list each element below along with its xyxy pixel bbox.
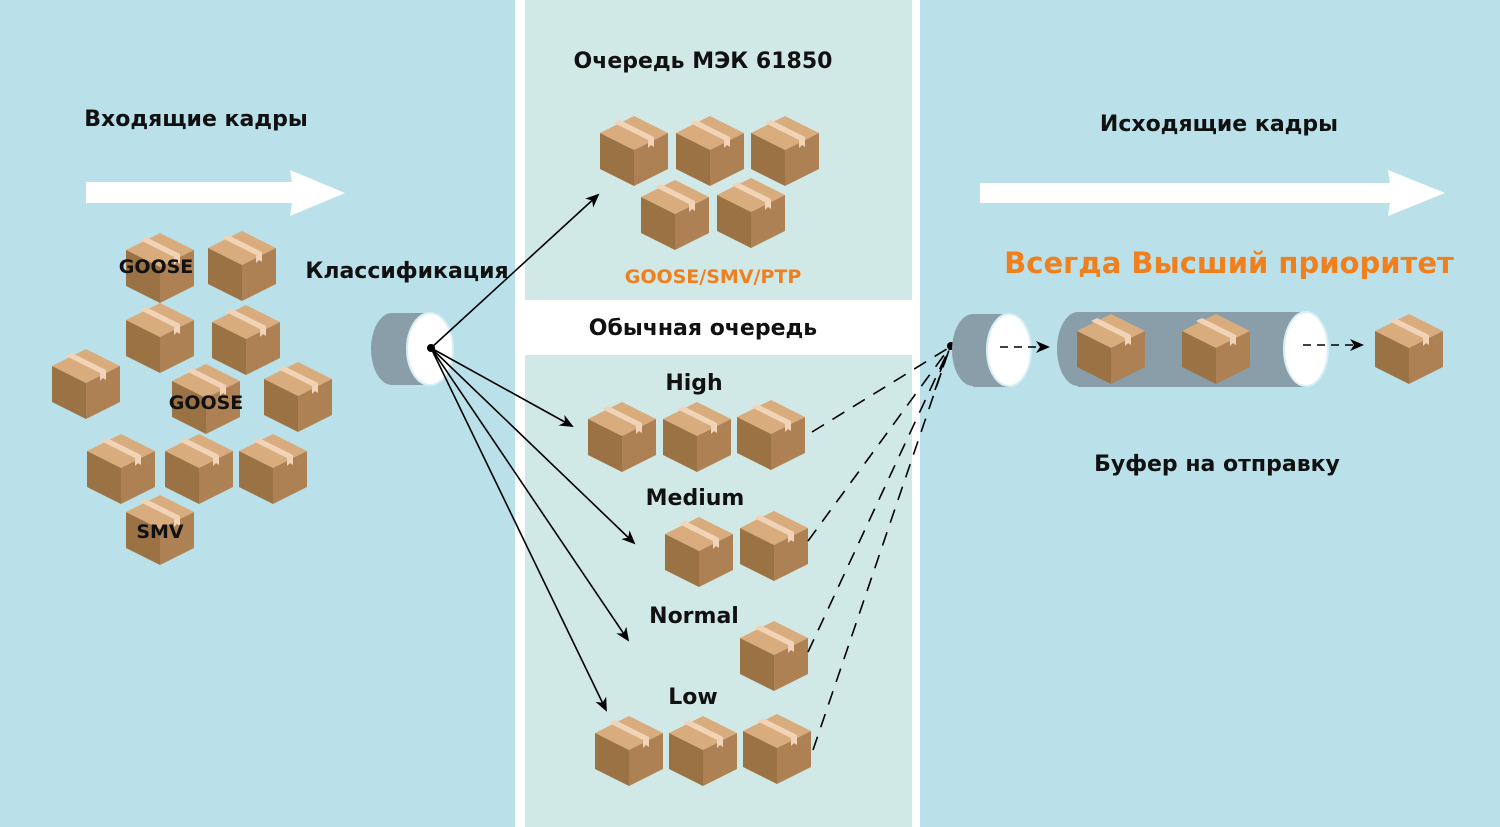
classifier-dot — [427, 344, 435, 352]
dequeue-dashed-lines — [807, 346, 951, 751]
incoming-title: Входящие кадры — [84, 107, 307, 132]
dashed-from-medium — [807, 346, 951, 542]
classification-arrows — [430, 193, 636, 712]
incoming-box-label-goose-2: GOOSE — [169, 392, 244, 414]
incoming-arrow-icon — [86, 170, 345, 216]
buffer-label: Буфер на отправку — [1094, 452, 1340, 477]
incoming-box-label-goose-1: GOOSE — [119, 256, 194, 278]
outgoing-panel — [920, 0, 1500, 827]
iec-queue-subtitle: GOOSE/SMV/PTP — [625, 266, 802, 288]
arrow-to-normal — [430, 347, 630, 642]
incoming-box-label-smv: SMV — [136, 521, 184, 543]
outgoing-arrow-icon — [980, 170, 1445, 216]
normal-queue-title: Обычная очередь — [589, 316, 817, 341]
level-label-normal: Normal — [649, 604, 739, 629]
classifier-label: Классификация — [305, 259, 508, 284]
dashed-from-iec-2 — [934, 346, 951, 391]
dashed-from-high — [811, 346, 951, 433]
outgoing-title: Исходящие кадры — [1100, 112, 1338, 137]
priority-note: Всегда Высший приоритет — [1004, 246, 1454, 280]
output-cylinder-icon — [952, 313, 1032, 387]
arrow-to-medium — [430, 347, 636, 545]
arrow-to-iec-queue — [430, 193, 600, 349]
arrow-to-high — [430, 347, 574, 427]
level-label-medium: Medium — [646, 486, 745, 511]
dashed-from-normal — [807, 346, 951, 653]
arrow-to-low — [430, 347, 607, 712]
classifier-cylinder-icon — [371, 312, 454, 386]
level-label-low: Low — [668, 685, 717, 710]
normal-queue-header-band — [525, 300, 912, 355]
iec-queue-title: Очередь МЭК 61850 — [574, 49, 833, 74]
level-label-high: High — [665, 371, 722, 396]
